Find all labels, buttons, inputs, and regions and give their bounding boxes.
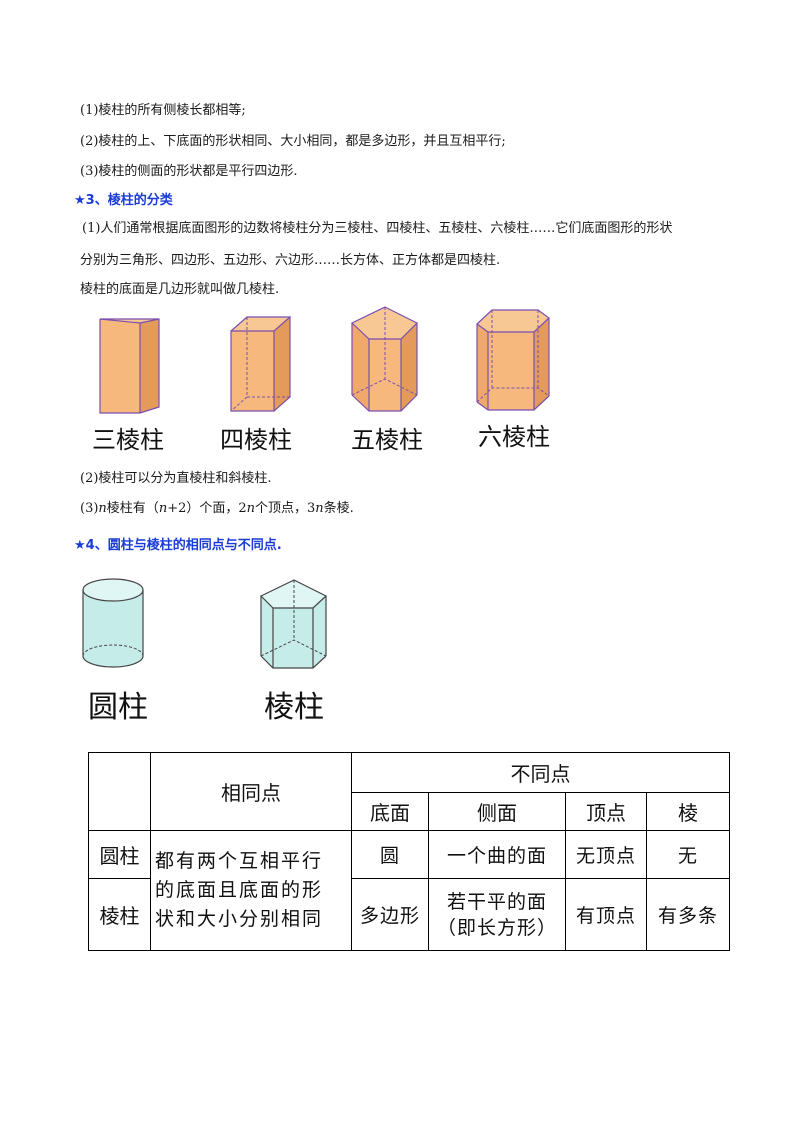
prism-side-line-2: （即长方形） xyxy=(436,916,557,939)
vertex-header: 顶点 xyxy=(565,792,647,831)
comparison-table: 相同点 不同点 底面 侧面 顶点 棱 圆柱 都有两个互相平行 的底面且底面的形 … xyxy=(88,752,730,951)
square-prism-label: 四棱柱 xyxy=(220,426,292,454)
square-prism-figure xyxy=(230,315,291,412)
base-header: 底面 xyxy=(351,792,429,831)
classification-line-3: 棱柱的底面是几边形就叫做几棱柱. xyxy=(80,282,280,297)
classification-line-2: 分别为三角形、四边形、五边形、六边形……长方体、正方体都是四棱柱. xyxy=(80,253,501,268)
prism-row-label: 棱柱 xyxy=(88,878,151,951)
prism-base: 多边形 xyxy=(351,878,429,951)
same-header: 相同点 xyxy=(150,752,352,831)
table-header-row: 相同点 不同点 xyxy=(88,752,730,831)
same-line: 状和大小分别相同 xyxy=(155,908,324,930)
pentagonal-prism-label: 五棱柱 xyxy=(351,426,423,454)
same-points-cell: 都有两个互相平行 的底面且底面的形 状和大小分别相同 xyxy=(150,830,352,951)
same-line: 都有两个互相平行 xyxy=(155,850,324,872)
hexagonal-prism-label: 六棱柱 xyxy=(478,423,550,451)
prism-vertex: 有顶点 xyxy=(565,878,647,951)
cylinder-side: 一个曲的面 xyxy=(428,830,566,879)
property-3: (3)棱柱的侧面的形状都是平行四边形. xyxy=(80,164,298,179)
triangular-prism-label: 三棱柱 xyxy=(92,426,164,454)
prism-figure xyxy=(259,579,328,669)
classification-line-1: (1)人们通常根据底面图形的边数将棱柱分为三棱柱、四棱柱、五棱柱、六棱柱……它们… xyxy=(82,221,673,236)
table-corner-cell xyxy=(88,752,151,831)
same-line: 的底面且底面的形 xyxy=(155,879,324,901)
property-1: (1)棱柱的所有侧棱长都相等; xyxy=(80,103,246,118)
property-2: (2)棱柱的上、下底面的形状相同、大小相同，都是多边形，并且互相平行; xyxy=(80,134,506,149)
cylinder-vertex: 无顶点 xyxy=(565,830,647,879)
prism-label: 棱柱 xyxy=(264,690,324,725)
pentagonal-prism-figure xyxy=(350,306,419,412)
table-subheader-row: 底面 侧面 顶点 棱 xyxy=(89,792,730,831)
cylinder-row-label: 圆柱 xyxy=(88,830,151,879)
diff-header: 不同点 xyxy=(351,752,730,793)
section-4-heading: ★4、圆柱与棱柱的相同点与不同点. xyxy=(74,538,282,553)
hexagonal-prism-figure xyxy=(476,309,550,411)
side-header: 侧面 xyxy=(428,792,566,831)
prism-side-line-1: 若干平的面 xyxy=(446,890,547,913)
table-row: 圆柱 都有两个互相平行 的底面且底面的形 状和大小分别相同 圆 一个曲的面 无顶… xyxy=(88,830,730,951)
prism-edge: 有多条 xyxy=(646,878,730,951)
prism-types-line: (2)棱柱可以分为直棱柱和斜棱柱. xyxy=(80,471,272,486)
prism-side: 若干平的面 （即长方形） xyxy=(428,878,566,951)
cylinder-base: 圆 xyxy=(351,830,429,879)
triangular-prism-figure xyxy=(99,318,160,414)
cylinder-label: 圆柱 xyxy=(88,690,148,725)
prism-counts-line: (3)n棱柱有（n+2）个面，2n个顶点，3n条棱. xyxy=(80,501,354,516)
table-row: 棱柱 多边形 若干平的面 （即长方形） 有顶点 有多条 xyxy=(88,878,730,951)
cylinder-figure xyxy=(82,578,144,668)
section-3-heading: ★3、棱柱的分类 xyxy=(74,193,173,208)
cylinder-edge: 无 xyxy=(646,830,730,879)
edge-header: 棱 xyxy=(646,792,730,831)
